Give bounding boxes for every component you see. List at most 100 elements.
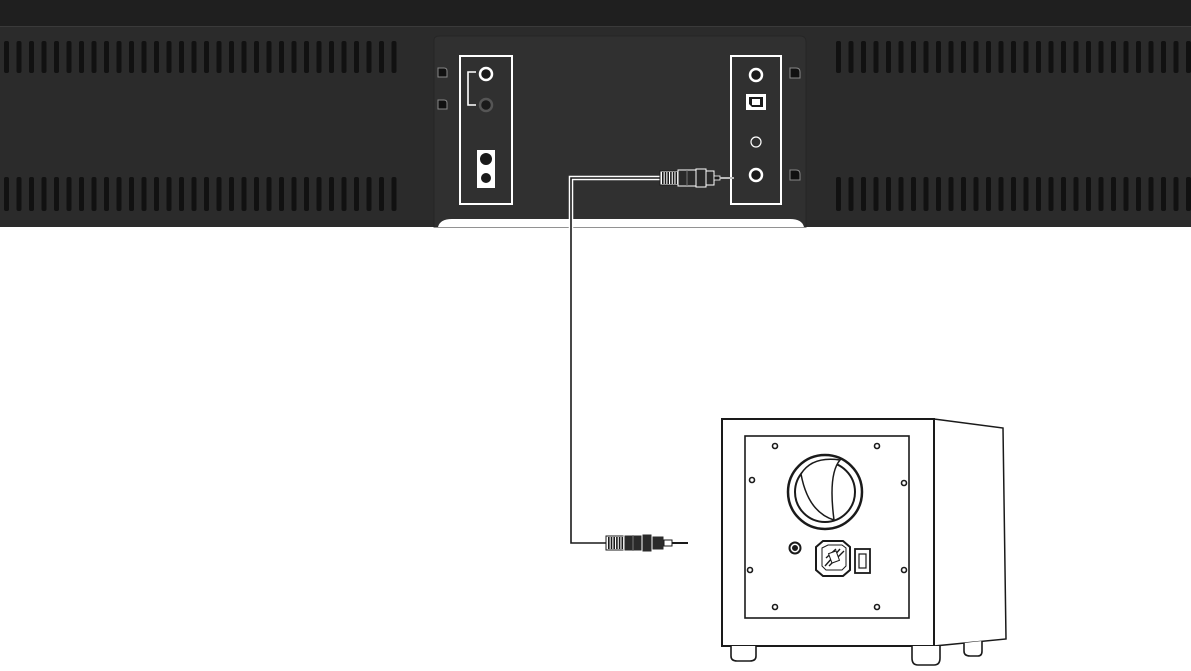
- subwoofer: [722, 419, 1006, 665]
- vent-slot: [1011, 177, 1016, 211]
- vent-slot: [1149, 177, 1154, 211]
- vent-slot: [304, 177, 309, 211]
- vent-slot: [354, 41, 359, 73]
- vent-slot: [79, 41, 84, 73]
- vent-slot: [229, 177, 234, 211]
- vent-slot: [17, 177, 22, 211]
- vent-slot: [1024, 177, 1029, 211]
- foot-icon: [731, 646, 756, 661]
- recess-cutout: [438, 219, 804, 227]
- vent-slot: [379, 41, 384, 73]
- vent-slot: [329, 177, 334, 211]
- vent-slot: [42, 41, 47, 73]
- rear-connector-recess: [434, 36, 806, 227]
- vent-slot: [936, 41, 941, 73]
- soundbar-top-edge: [0, 0, 1191, 26]
- vent-slot: [267, 41, 272, 73]
- vent-slot: [79, 177, 84, 211]
- foot-icon: [912, 646, 940, 665]
- power-socket-icon: [816, 541, 850, 576]
- vent-slot: [974, 41, 979, 73]
- vent-slot: [117, 41, 122, 73]
- vent-slot: [936, 177, 941, 211]
- vent-slot: [1049, 41, 1054, 73]
- vent-slot: [392, 177, 397, 211]
- vent-slot: [836, 41, 841, 73]
- vent-slot: [379, 177, 384, 211]
- vent-slot: [986, 177, 991, 211]
- vent-slot: [342, 41, 347, 73]
- vent-grille-right-top: [836, 41, 1191, 73]
- vent-slot: [67, 41, 72, 73]
- subwoofer-side: [934, 419, 1006, 646]
- cable-outline: [571, 178, 660, 543]
- vent-slot: [242, 41, 247, 73]
- vent-slot: [911, 177, 916, 211]
- vent-slot: [392, 41, 397, 73]
- mount-slot-icon: [438, 100, 447, 109]
- vent-slot: [292, 41, 297, 73]
- mount-slot-icon: [790, 170, 800, 180]
- vent-slot: [1161, 41, 1166, 73]
- vent-slot: [1049, 177, 1054, 211]
- vent-slot: [911, 41, 916, 73]
- vent-slot: [986, 41, 991, 73]
- plug-grip-ridge: [667, 172, 669, 184]
- vent-slot: [1174, 177, 1179, 211]
- vent-slot: [154, 41, 159, 73]
- vent-slot: [104, 41, 109, 73]
- plug-grip-ridge: [622, 537, 624, 549]
- vent-slot: [836, 177, 841, 211]
- vent-slot: [1174, 41, 1179, 73]
- vent-slot: [29, 177, 34, 211]
- vent-slot: [924, 177, 929, 211]
- vent-slot: [167, 177, 172, 211]
- vent-slot: [292, 177, 297, 211]
- vent-slot: [367, 41, 372, 73]
- vent-slot: [886, 177, 891, 211]
- vent-slot: [167, 41, 172, 73]
- vent-slot: [179, 41, 184, 73]
- vent-slot: [142, 177, 147, 211]
- vent-slot: [849, 177, 854, 211]
- vent-slot: [1036, 41, 1041, 73]
- plug-grip-ridge: [662, 172, 664, 184]
- vent-slot: [1086, 177, 1091, 211]
- vent-slot: [54, 41, 59, 73]
- vent-slot: [117, 177, 122, 211]
- vent-slot: [1149, 41, 1154, 73]
- subwoofer-line-in-jack-icon: [790, 543, 801, 554]
- vent-slot: [999, 41, 1004, 73]
- vent-slot: [1086, 41, 1091, 73]
- jack-bottom-icon: [480, 99, 492, 111]
- plug-grip-ridge: [619, 537, 621, 549]
- vent-slot: [4, 41, 9, 73]
- mount-slot-icon: [790, 68, 800, 78]
- vent-slot: [179, 177, 184, 211]
- vent-slot: [886, 41, 891, 73]
- plug-grip-ridge: [611, 537, 613, 549]
- mount-slot-icon: [438, 68, 447, 77]
- vent-slot: [949, 177, 954, 211]
- power-switch-icon: [855, 549, 870, 573]
- vent-slot: [1111, 41, 1116, 73]
- vent-slot: [129, 41, 134, 73]
- vent-slot: [154, 177, 159, 211]
- vent-slot: [1074, 177, 1079, 211]
- bass-port-icon: [788, 455, 862, 529]
- vent-slot: [54, 177, 59, 211]
- vent-slot: [1074, 41, 1079, 73]
- vent-slot: [1061, 177, 1066, 211]
- vent-slot: [861, 177, 866, 211]
- soundbar: [0, 0, 1191, 227]
- vent-slot: [874, 41, 879, 73]
- vent-slot: [279, 177, 284, 211]
- vent-slot: [354, 177, 359, 211]
- plug-grip-ridge: [608, 537, 610, 549]
- vent-slot: [861, 41, 866, 73]
- plug-grip-ridge: [665, 172, 667, 184]
- vent-slot: [92, 41, 97, 73]
- vent-slot: [192, 41, 197, 73]
